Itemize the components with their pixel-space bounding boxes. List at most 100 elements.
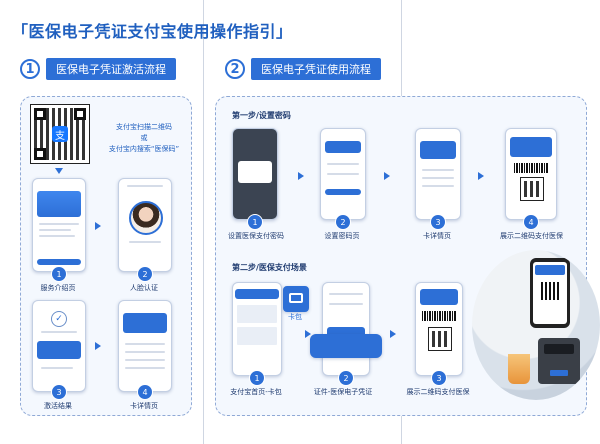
text-line — [39, 223, 79, 225]
payment-qr-code — [428, 327, 452, 351]
activation-qr-code[interactable]: 支 — [30, 104, 90, 164]
barcode — [514, 163, 548, 173]
text-line — [125, 343, 165, 345]
phone-in-hand — [530, 258, 570, 328]
usage-step2-title: 第二步/医保支付场景 — [232, 263, 307, 272]
page-title: 「医保电子凭证支付宝使用操作指引」 — [12, 22, 293, 41]
step-badge: 1 — [247, 214, 263, 230]
text-line — [125, 359, 165, 361]
text-line — [127, 185, 163, 187]
step-caption: 展示二维码支付医保 — [406, 388, 470, 396]
app-grid — [237, 305, 277, 323]
phone-card-detail-2 — [415, 128, 461, 220]
text-line — [125, 367, 165, 369]
payment-qr-code — [520, 177, 544, 201]
step-badge: 4 — [523, 214, 539, 230]
step-badge: 2 — [137, 266, 153, 282]
section-2-header: 2 医保电子凭证使用流程 — [225, 58, 381, 80]
section-2-label: 医保电子凭证使用流程 — [251, 58, 381, 80]
phone-set-password-prompt — [232, 128, 278, 220]
phone-alipay-home — [232, 282, 282, 376]
arrow-right-icon — [390, 330, 396, 338]
app-grid — [237, 327, 277, 345]
qr-corner — [74, 108, 86, 120]
text-line — [41, 367, 73, 369]
usage-step1-title: 第一步/设置密码 — [232, 111, 291, 120]
text-line — [125, 351, 165, 353]
step-caption: 卡详情页 — [130, 402, 158, 410]
check-icon: ✓ — [51, 311, 67, 327]
card-header — [420, 141, 456, 159]
step-caption: 支付宝首页-卡包 — [230, 388, 282, 396]
step-caption: 设置密码页 — [324, 232, 360, 240]
step-caption: 激活结果 — [44, 402, 72, 410]
qr-note-or: 或 — [140, 134, 148, 142]
qr-corner — [34, 108, 46, 120]
scanner-device — [538, 338, 580, 384]
step-caption: 服务介绍页 — [40, 284, 76, 292]
face-avatar — [129, 201, 163, 235]
card-header — [510, 137, 552, 157]
payment-scene-photo — [472, 250, 600, 400]
step-badge: 3 — [431, 370, 447, 386]
arrow-right-icon — [384, 172, 390, 180]
phone-show-qr-2 — [415, 282, 463, 376]
section-2-number: 2 — [225, 59, 245, 79]
page-fold-left — [203, 0, 204, 444]
arrow-right-icon — [95, 222, 101, 230]
barcode — [422, 311, 456, 321]
qr-note-scan: 支付宝扫描二维码 — [116, 123, 172, 131]
medical-card-popout — [310, 334, 382, 358]
card-preview — [37, 341, 81, 359]
text-line — [329, 293, 363, 295]
text-line — [327, 163, 359, 165]
text-line — [422, 177, 454, 179]
step-caption: 设置医保支付密码 — [228, 232, 284, 240]
step-caption: 卡详情页 — [423, 232, 451, 240]
confirm-button — [325, 189, 361, 195]
arrow-right-icon — [305, 330, 311, 338]
arrow-right-icon — [95, 342, 101, 350]
wallet-label: 卡包 — [288, 313, 302, 321]
phone-show-qr — [505, 128, 557, 220]
text-line — [327, 173, 359, 175]
section-1-header: 1 医保电子凭证激活流程 — [20, 58, 176, 80]
card-header — [420, 289, 458, 305]
step-badge: 2 — [338, 370, 354, 386]
phone-activation-result: ✓ — [32, 300, 86, 392]
text-line — [39, 229, 71, 231]
text-line — [41, 331, 77, 333]
alipay-icon: 支 — [52, 126, 68, 142]
text-line — [422, 185, 454, 187]
qr-note-search: 支付宝内搜索“医保码” — [108, 145, 180, 153]
text-line — [129, 241, 161, 243]
qr-instructions: 支付宝扫描二维码 或 支付宝内搜索“医保码” — [104, 122, 184, 155]
qr-pattern — [432, 331, 448, 347]
section-1-label: 医保电子凭证激活流程 — [46, 58, 176, 80]
step-caption: 证件-医保电子凭证 — [313, 388, 373, 396]
arrow-down-icon — [55, 168, 63, 174]
alipay-header — [235, 289, 279, 299]
phone-certificate-list — [322, 282, 370, 376]
text-line — [39, 235, 75, 237]
text-line — [422, 169, 454, 171]
arrow-right-icon — [298, 172, 304, 180]
step-caption: 人脸认证 — [130, 284, 158, 292]
step-caption: 展示二维码支付医保 — [500, 232, 563, 240]
step-badge: 2 — [335, 214, 351, 230]
qr-corner — [34, 148, 46, 160]
intro-banner — [37, 191, 81, 217]
step-badge: 3 — [51, 384, 67, 400]
activate-button — [37, 259, 81, 265]
text-line — [329, 303, 363, 305]
step-badge: 1 — [249, 370, 265, 386]
step-badge: 1 — [51, 266, 67, 282]
card-header — [123, 313, 167, 333]
step-badge: 3 — [430, 214, 446, 230]
phone-card-detail — [118, 300, 172, 392]
section-1-number: 1 — [20, 59, 40, 79]
step-badge: 4 — [137, 384, 153, 400]
arrow-right-icon — [478, 172, 484, 180]
phone-password-page — [320, 128, 366, 220]
drink-cup — [508, 354, 530, 384]
